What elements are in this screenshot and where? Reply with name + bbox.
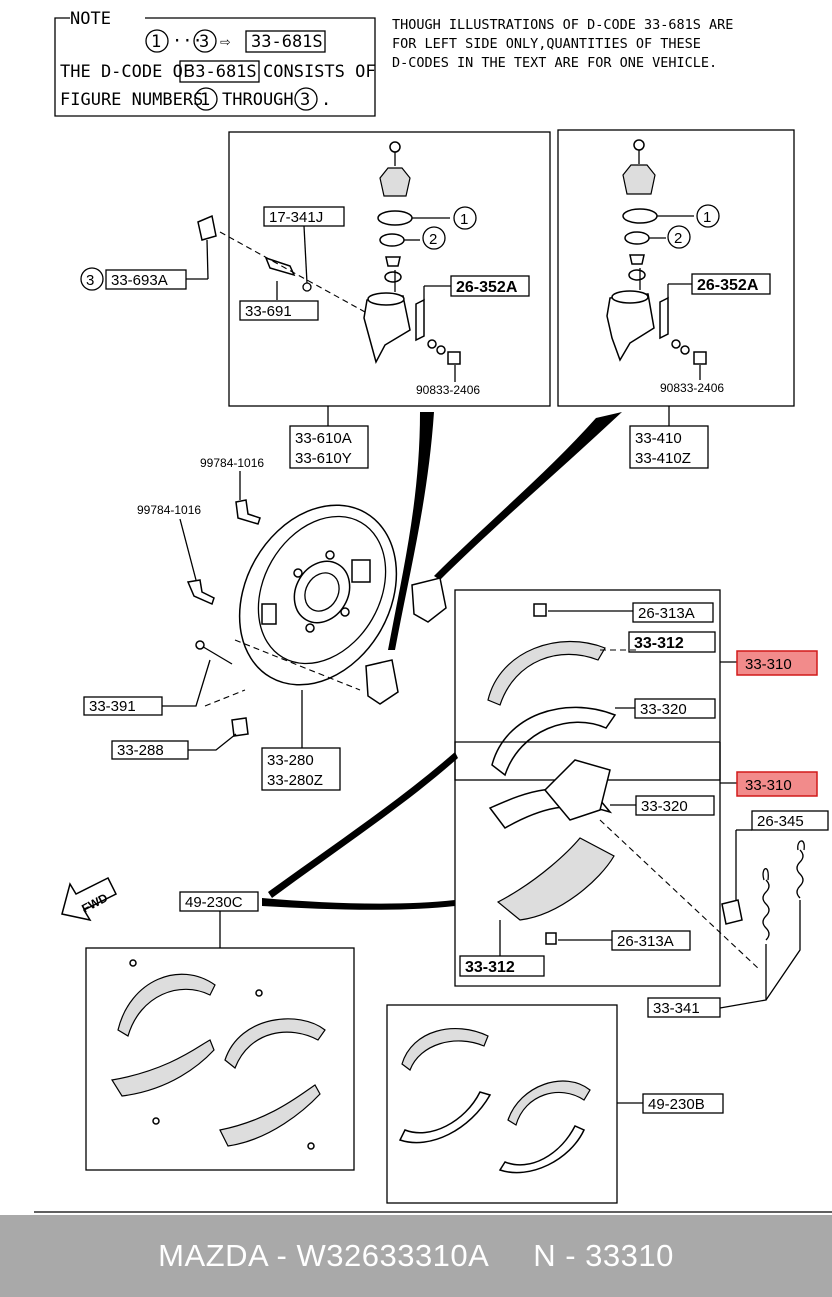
note-line1-pre: THE D-CODE OF: [60, 62, 193, 82]
label-33-391: 33-391: [89, 698, 136, 715]
footer-bar: MAZDA - W32633310A N - 33310: [0, 1215, 832, 1297]
right-note: THOUGH ILLUSTRATIONS OF D-CODE 33-681S A…: [392, 17, 733, 71]
bleeder-screw: [186, 214, 217, 280]
note-line2-mid: THROUGH: [222, 90, 294, 110]
label-33-691: 33-691: [245, 303, 292, 320]
wheel-cylinder-box-right: 1 2 26-352A 90833-2406: [557, 129, 795, 407]
wheel-cylinder-left-parts: [264, 141, 461, 365]
shoe-box-bottom: [454, 741, 761, 987]
right-note-line3: D-CODES IN THE TEXT ARE FOR ONE VEHICLE.: [392, 55, 717, 71]
note-line2-end: .: [321, 90, 331, 110]
label-33-310-bottom: 33-310: [745, 777, 792, 794]
note-seq-end: 3: [199, 32, 209, 52]
label-90833-2406-right: 90833-2406: [660, 381, 724, 395]
note-line2-pre: FIGURE NUMBERS: [60, 90, 203, 110]
kit-box-49-230b: [386, 1004, 618, 1204]
label-49-230C: 49-230C: [185, 894, 243, 911]
right-note-line2: FOR LEFT SIDE ONLY,QUANTITIES OF THESE: [392, 36, 701, 52]
wheel-cylinder-right-parts: [606, 139, 707, 365]
label-33-693A: 33-693A: [111, 272, 168, 289]
label-33-288: 33-288: [117, 742, 164, 759]
note-seq-start: 1: [151, 32, 161, 52]
label-26-352A-left: 26-352A: [456, 279, 518, 296]
highlight-33-310-top: [736, 650, 818, 676]
label-33-320-bottom: 33-320: [641, 798, 688, 815]
note-box: NOTE 1 ··· 3 ⇨ 33-681S THE D-CODE OF 33-…: [54, 9, 376, 117]
note-seq-arrow: ⇨: [220, 32, 231, 52]
label-33-312-top: 33-312: [634, 635, 684, 652]
connector-thick-right: [434, 412, 622, 580]
label-49-230B: 49-230B: [648, 1096, 705, 1113]
springs-adjuster: [719, 829, 805, 1009]
fwd-arrow-icon: FWD: [61, 876, 118, 922]
label-33-280Z: 33-280Z: [267, 772, 323, 789]
backing-plate-bolts: [186, 499, 447, 737]
note-line1-code: 33-681S: [185, 62, 257, 82]
label-26-313A-top: 26-313A: [638, 605, 695, 622]
highlight-33-310-bottom: [736, 771, 818, 797]
label-33-410: 33-410: [635, 430, 682, 447]
right-note-line1: THOUGH ILLUSTRATIONS OF D-CODE 33-681S A…: [392, 17, 733, 33]
label-26-352A-right: 26-352A: [697, 277, 759, 294]
label-99784-1016-a: 99784-1016: [200, 456, 264, 470]
label-90833-2406-left: 90833-2406: [416, 383, 480, 397]
note-title: NOTE: [70, 9, 111, 29]
label-33-310-top: 33-310: [745, 656, 792, 673]
kit-box-49-230c: [85, 947, 355, 1171]
label-33-320-top: 33-320: [640, 701, 687, 718]
connector-thick-230c-upper: [268, 752, 458, 898]
wheel-cylinder-box-left: 1 2 17-341J 33-691 26-352A 90833-2406: [219, 131, 551, 407]
cyl2-mark2: 2: [674, 230, 682, 247]
label-26-345: 26-345: [757, 813, 804, 830]
connector-thick-230c-lower: [262, 898, 455, 910]
backing-plate: [234, 504, 398, 691]
note-line2-num1: 1: [200, 90, 210, 110]
connector-thick-left: [388, 412, 434, 650]
label-33-312-bottom: 33-312: [465, 959, 515, 976]
label-33-410Z: 33-410Z: [635, 450, 691, 467]
label-33-280: 33-280: [267, 752, 314, 769]
cyl1-mark1: 1: [460, 211, 468, 228]
cyl2-mark1: 1: [703, 209, 711, 226]
note-seq-code: 33-681S: [251, 32, 323, 52]
label-33-693A-num: 3: [86, 272, 94, 289]
label-26-313A-bottom: 26-313A: [617, 933, 674, 950]
cyl1-mark2: 2: [429, 231, 437, 248]
footer-part-number: MAZDA - W32633310A N - 33310: [158, 1238, 674, 1273]
label-33-610A: 33-610A: [295, 430, 352, 447]
brake-exploded-diagram: NOTE 1 ··· 3 ⇨ 33-681S THE D-CODE OF 33-…: [34, 9, 832, 1213]
label-17-341J: 17-341J: [269, 209, 323, 226]
note-line2-num3: 3: [300, 90, 310, 110]
note-line1-post: CONSISTS OF: [263, 62, 376, 82]
label-33-610Y: 33-610Y: [295, 450, 352, 467]
label-99784-1016-b: 99784-1016: [137, 503, 201, 517]
label-33-341: 33-341: [653, 1000, 700, 1017]
